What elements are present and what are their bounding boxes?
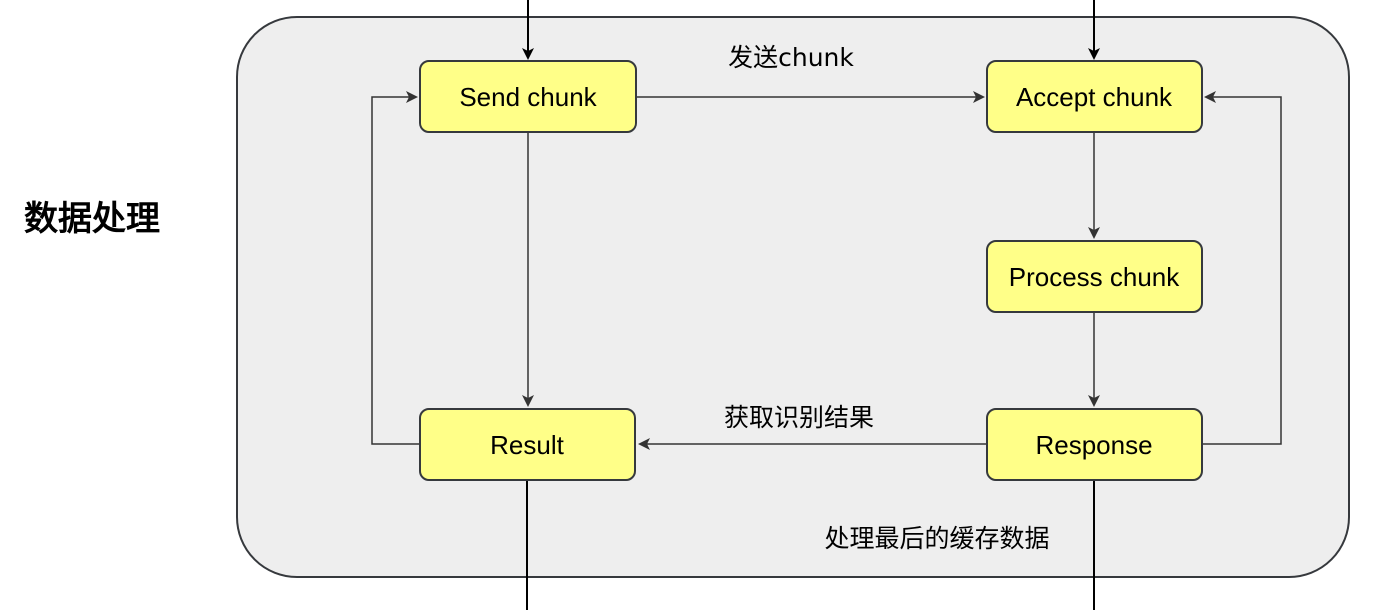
- node-response-label: Response: [1035, 430, 1152, 460]
- node-result-label: Result: [490, 430, 564, 460]
- node-response: Response: [986, 408, 1203, 481]
- node-accept-chunk: Accept chunk: [986, 60, 1203, 133]
- node-accept-chunk-label: Accept chunk: [1016, 82, 1173, 112]
- node-result: Result: [419, 408, 636, 481]
- edge-response-loop-to-accept: [1203, 91, 1282, 445]
- edge-label-get-result: 获取识别结果: [724, 403, 874, 432]
- edge-label-flush: 处理最后的缓存数据: [824, 524, 1049, 553]
- node-process-chunk-label: Process chunk: [1009, 262, 1181, 292]
- node-send-chunk-label: Send chunk: [459, 82, 597, 112]
- section-title: 数据处理: [24, 199, 160, 239]
- edge-result-loop-to-send: [371, 91, 420, 445]
- node-send-chunk: Send chunk: [419, 60, 637, 133]
- node-process-chunk: Process chunk: [986, 240, 1203, 313]
- edge-label-send: 发送chunk: [728, 43, 854, 72]
